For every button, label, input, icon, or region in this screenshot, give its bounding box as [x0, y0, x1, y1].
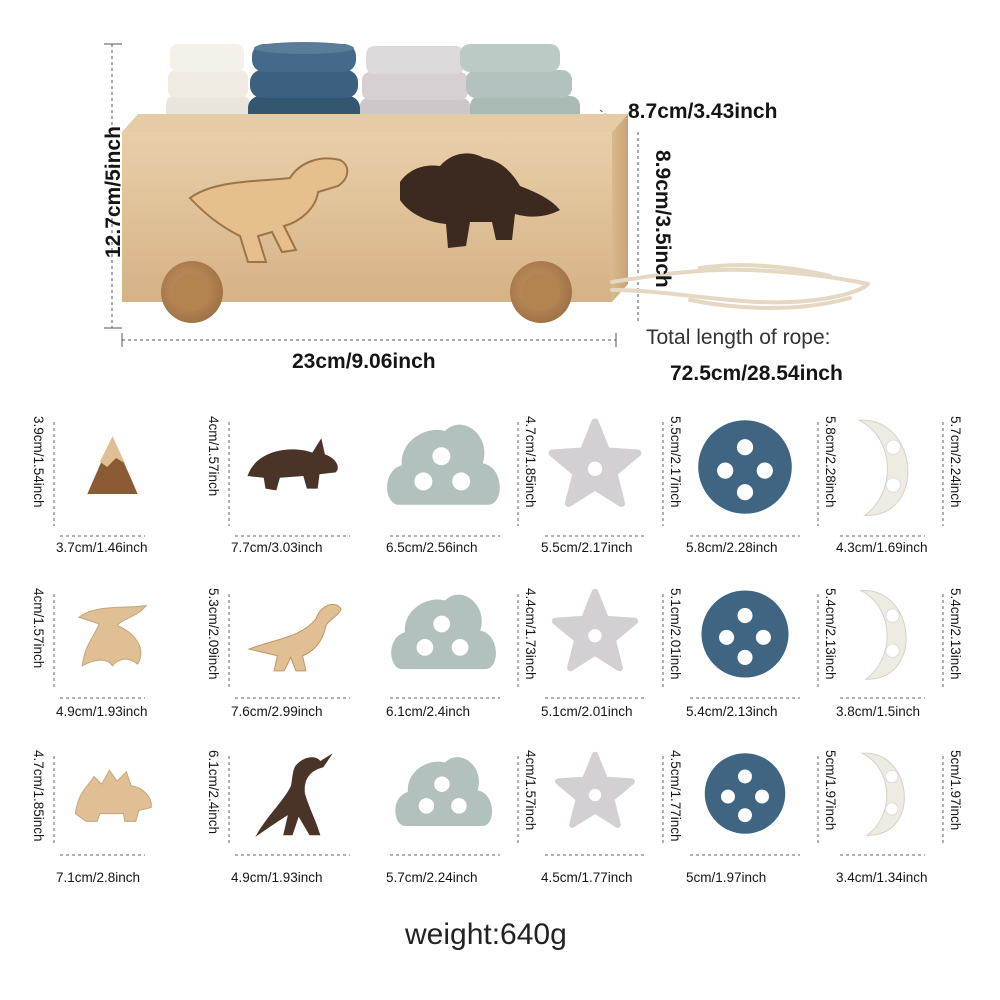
dimension-guides [390, 422, 519, 537]
weight-label: weight:640g [405, 918, 567, 951]
stegosaurus-width-label: 7.1cm/2.8inch [56, 870, 141, 885]
stegosaurus-height-label: 4.7cm/1.85inch [31, 750, 46, 842]
circle-small-piece [704, 753, 786, 834]
dimension-guides [840, 422, 944, 537]
walnut-triceratops-height-label: 4cm/1.57inch [206, 416, 221, 497]
stacked-shapes [166, 42, 580, 128]
circle-large-piece [698, 420, 792, 514]
dimension-guides [390, 756, 519, 856]
walnut-parasaurolophus-height-label: 6.1cm/2.4inch [206, 750, 221, 835]
circle-medium-width-label: 5.4cm/2.13inch [686, 704, 778, 719]
moon-medium-piece [858, 589, 907, 680]
walnut-parasaurolophus-piece [255, 753, 333, 837]
moon-large-width-label: 4.3cm/1.69inch [836, 540, 928, 555]
dimension-guides [228, 594, 350, 699]
dimension-guides [545, 422, 664, 537]
moon-small-piece [860, 752, 905, 836]
walnut-parasaurolophus-width-label: 4.9cm/1.93inch [231, 870, 323, 885]
star-large-height-label: 5.5cm/2.17inch [668, 416, 683, 508]
trex-width-label: 7.6cm/2.99inch [231, 704, 323, 719]
dimension-guides [228, 422, 350, 537]
moon-medium-height-label: 5.4cm/2.13inch [948, 588, 963, 680]
circle-medium-piece [701, 590, 789, 678]
circle-small-height-label: 5cm/1.97inch [823, 750, 838, 831]
mountain-height-label: 3.9cm/1.54inch [31, 416, 46, 508]
dimension-guides [545, 594, 664, 699]
moon-medium-width-label: 3.8cm/1.5inch [836, 704, 921, 719]
cloud-small-piece [395, 757, 493, 827]
dimension-guides [53, 756, 145, 856]
circle-large-width-label: 5.8cm/2.28inch [686, 540, 778, 555]
dimension-guides [545, 756, 664, 856]
moon-small-height-label: 5cm/1.97inch [948, 750, 963, 831]
box-height-label: 12.7cm/5inch [102, 126, 125, 258]
star-small-width-label: 4.5cm/1.77inch [541, 870, 633, 885]
walnut-triceratops-piece [247, 438, 338, 491]
mountain-piece [87, 436, 138, 494]
dimension-guides [690, 594, 819, 699]
pterodactyl-piece [77, 604, 148, 667]
mountain-width-label: 3.7cm/1.46inch [56, 540, 148, 555]
pterodactyl-height-label: 4cm/1.57inch [31, 588, 46, 669]
dimension-guides [840, 756, 944, 856]
trex-height-label: 5.3cm/2.09inch [206, 588, 221, 680]
star-large-piece [548, 418, 642, 507]
star-small-piece [555, 751, 635, 828]
dimension-guides [690, 756, 819, 856]
cloud-medium-piece [391, 594, 496, 670]
pieces-layer [53, 418, 944, 856]
circle-large-height-label: 5.8cm/2.28inch [823, 416, 838, 508]
rope-length: 72.5cm/28.54inch [670, 362, 843, 385]
dimension-guides [53, 422, 145, 537]
cloud-medium-width-label: 6.1cm/2.4inch [386, 704, 471, 719]
circle-small-width-label: 5cm/1.97inch [686, 870, 767, 885]
moon-large-piece [857, 419, 909, 517]
moon-large-height-label: 5.7cm/2.24inch [948, 416, 963, 508]
cloud-large-width-label: 6.5cm/2.56inch [386, 540, 478, 555]
cloud-large-height-label: 4.7cm/1.85inch [523, 416, 538, 508]
walnut-triceratops-width-label: 7.7cm/3.03inch [231, 540, 323, 555]
circle-medium-height-label: 5.4cm/2.13inch [823, 588, 838, 680]
dimension-guides [690, 422, 819, 537]
box-depth-label: 8.7cm/3.43inch [628, 100, 778, 123]
dimension-guides [390, 594, 519, 699]
cloud-small-width-label: 5.7cm/2.24inch [386, 870, 478, 885]
trex-piece [247, 603, 342, 672]
dimension-guides [53, 594, 145, 699]
dimension-guides [228, 756, 350, 856]
rope-title: Total length of rope: [646, 326, 831, 349]
moon-small-width-label: 3.4cm/1.34inch [836, 870, 928, 885]
dimension-guides [840, 594, 944, 699]
cloud-medium-height-label: 4.4cm/1.73inch [523, 588, 538, 680]
star-medium-piece [551, 588, 639, 672]
box-inner-height-label: 8.9cm/3.5inch [651, 150, 674, 288]
star-large-width-label: 5.5cm/2.17inch [541, 540, 633, 555]
stegosaurus-piece [74, 769, 152, 822]
cloud-small-height-label: 4cm/1.57inch [523, 750, 538, 831]
box-width-label: 23cm/9.06inch [292, 350, 436, 373]
wooden-box [122, 114, 628, 323]
cloud-large-piece [387, 424, 500, 505]
star-small-height-label: 4.5cm/1.77inch [668, 750, 683, 842]
star-medium-width-label: 5.1cm/2.01inch [541, 704, 633, 719]
rope [610, 263, 870, 310]
pterodactyl-width-label: 4.9cm/1.93inch [56, 704, 148, 719]
star-medium-height-label: 5.1cm/2.01inch [668, 588, 683, 680]
